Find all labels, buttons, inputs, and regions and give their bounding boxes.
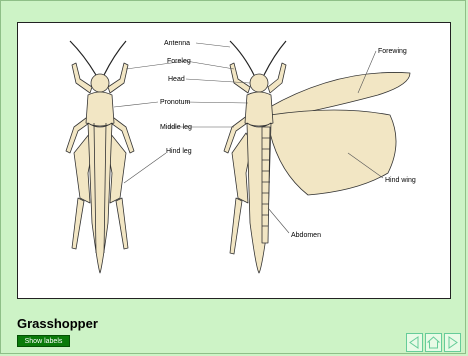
arrow-left-icon	[407, 334, 422, 351]
label-pronotum: Pronotum	[160, 99, 191, 106]
home-button[interactable]	[425, 333, 442, 352]
label-middle-leg: Middle leg	[160, 124, 192, 131]
home-icon	[426, 334, 441, 351]
diagram-panel: Antenna Foreleg Head Pronotum Middle leg…	[17, 22, 451, 299]
label-foreleg: Foreleg	[167, 58, 191, 65]
label-forewing: Forewing	[378, 48, 407, 55]
label-antenna: Antenna	[164, 40, 190, 47]
arrow-right-icon	[445, 334, 460, 351]
label-hind-leg: Hind leg	[166, 148, 192, 155]
label-head: Head	[168, 76, 185, 83]
next-button[interactable]	[444, 333, 461, 352]
diagram-title: Grasshopper	[17, 316, 98, 331]
show-labels-button[interactable]: Show labels	[17, 335, 70, 347]
label-abdomen: Abdomen	[291, 232, 321, 239]
grasshopper-diagram: Antenna Foreleg Head Pronotum Middle leg…	[18, 23, 450, 298]
left-grasshopper	[66, 41, 134, 273]
label-hind-wing: Hind wing	[385, 177, 416, 184]
prev-button[interactable]	[406, 333, 423, 352]
